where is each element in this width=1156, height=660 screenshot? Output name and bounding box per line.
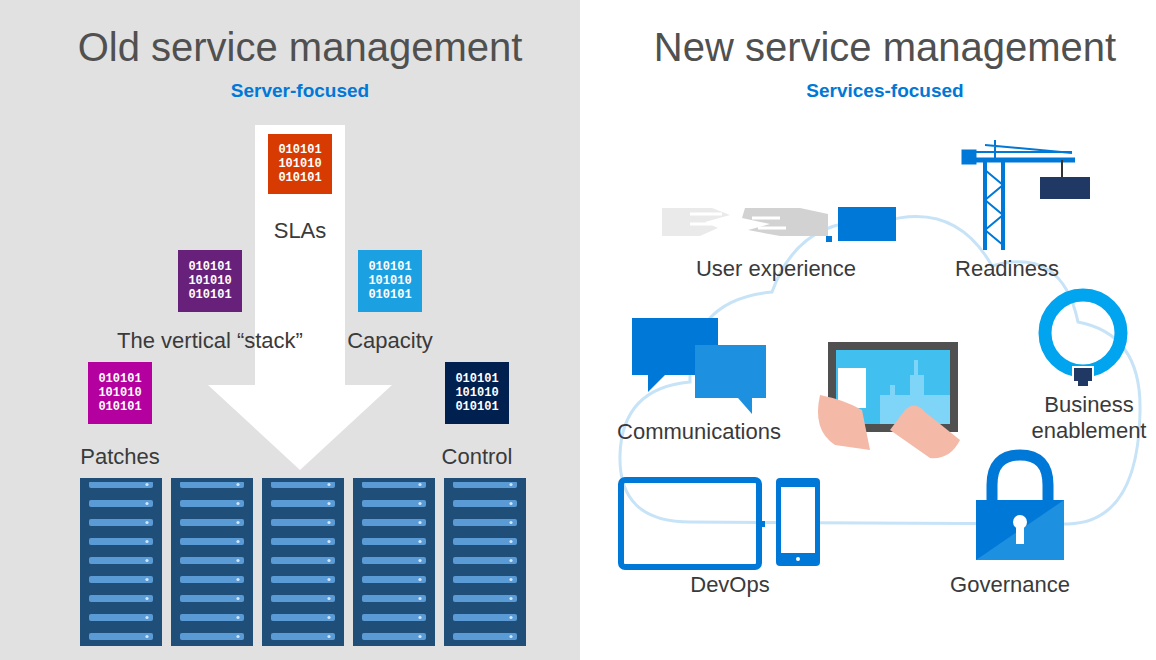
icon-label: Business enablement [1029,392,1149,444]
binary-box: 010101 101010 010101Capacity [358,250,422,312]
binary-code: 010101 101010 010101 [97,372,142,414]
box-label: Patches [80,444,160,470]
binary-code: 010101 101010 010101 [454,372,499,414]
devices-icon [621,478,820,567]
rack-slots [262,482,344,642]
server-rack [262,478,344,646]
chat-icon [632,318,766,414]
server-rack [444,478,526,646]
rack-slots [171,482,253,642]
icon-label: Communications [617,419,781,445]
panel-title: New service management [654,24,1116,70]
server-rack [353,478,435,646]
icon-label: Governance [950,572,1070,598]
panel-subtitle: Server-focused [231,79,369,103]
lightbulb-icon [1045,295,1121,386]
icon-label: User experience [696,256,856,282]
server-rack [80,478,162,646]
box-label: Capacity [347,328,433,354]
server-rack [171,478,253,646]
binary-box: 010101 101010 010101Patches [88,362,152,424]
panel-title: Old service management [78,24,523,70]
binary-code: 010101 101010 010101 [277,143,322,185]
panel [0,0,580,660]
tablet-icon [818,342,960,458]
server-racks [80,478,526,646]
lock-icon [976,455,1064,560]
binary-box: 010101 101010 010101Control [445,362,509,424]
binary-code: 010101 101010 010101 [367,260,412,302]
rack-slots [444,482,526,642]
binary-box: 010101 101010 010101The vertical “stack” [178,250,242,312]
rack-slots [80,482,162,642]
crane-icon [962,140,1090,250]
panel-subtitle: Services-focused [806,79,963,103]
binary-code: 010101 101010 010101 [187,260,232,302]
rack-slots [353,482,435,642]
binary-box: 010101 101010 010101SLAs [268,134,332,194]
handshake-icon [662,207,896,242]
icon-label: DevOps [690,572,769,598]
box-label: SLAs [274,218,327,244]
box-label: Control [442,444,513,470]
icon-label: Readiness [955,256,1059,282]
box-label: The vertical “stack” [117,328,303,354]
